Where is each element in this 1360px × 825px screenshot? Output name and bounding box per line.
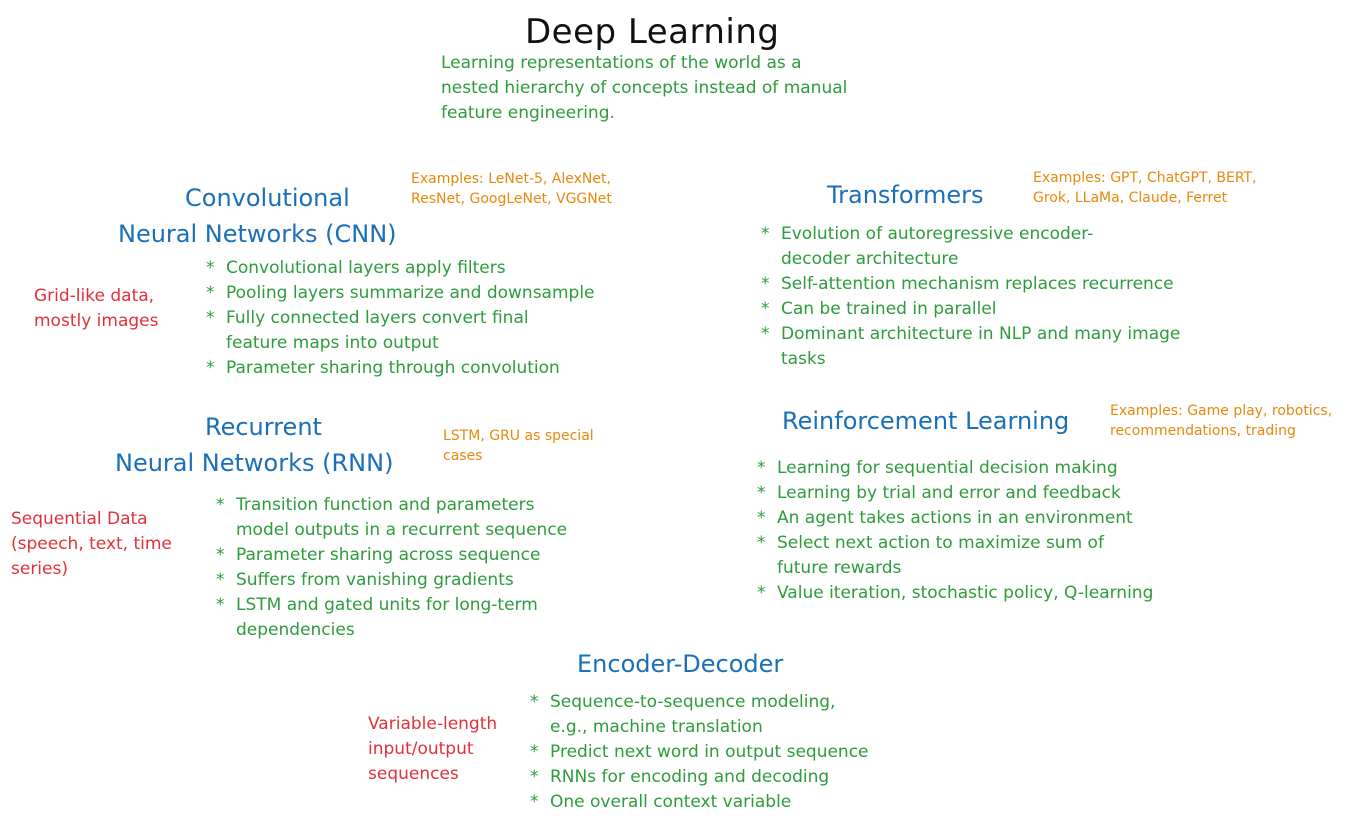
cnn-bullet: Pooling layers summarize and downsample: [206, 281, 595, 306]
rl-examples: Examples: Game play, robotics, recommend…: [1110, 403, 1333, 439]
rl-heading: Reinforcement Learning: [782, 407, 1070, 435]
cnn-heading-line1: Convolutional: [185, 184, 350, 212]
rl-bullet: Learning for sequential decision making: [757, 456, 1153, 481]
cnn-bullet: Parameter sharing through convolution: [206, 356, 595, 381]
rl-bullet: Value iteration, stochastic policy, Q-le…: [757, 581, 1153, 606]
transformers-bullet: Can be trained in parallel: [761, 297, 1180, 322]
rnn-bullet: Suffers from vanishing gradients: [216, 568, 567, 593]
encdec-bullet: Predict next word in output sequence: [530, 740, 869, 765]
rnn-heading-line1: Recurrent: [205, 413, 322, 441]
cnn-examples: Examples: LeNet-5, AlexNet, ResNet, Goog…: [411, 171, 612, 207]
cnn-bullet-list: Convolutional layers apply filters Pooli…: [206, 256, 595, 381]
rnn-bullet: LSTM and gated units for long-term depen…: [216, 593, 567, 643]
encdec-heading: Encoder-Decoder: [577, 650, 784, 678]
transformers-examples: Examples: GPT, ChatGPT, BERT, Grok, LLaM…: [1033, 170, 1257, 206]
rl-bullet: An agent takes actions in an environment: [757, 506, 1153, 531]
encdec-bullet: RNNs for encoding and decoding: [530, 765, 869, 790]
encdec-bullet-list: Sequence-to-sequence modeling, e.g., mac…: [530, 690, 869, 815]
transformers-bullet-list: Evolution of autoregressive encoder- dec…: [761, 222, 1180, 372]
rl-bullet: Select next action to maximize sum of fu…: [757, 531, 1153, 581]
rnn-data-type: Sequential Data (speech, text, time seri…: [11, 509, 172, 579]
transformers-heading: Transformers: [827, 181, 984, 209]
rl-bullet: Learning by trial and error and feedback: [757, 481, 1153, 506]
encdec-data-type: Variable-length input/output sequences: [368, 714, 498, 784]
page-title: Deep Learning: [525, 12, 780, 52]
rl-bullet-list: Learning for sequential decision making …: [757, 456, 1153, 606]
rnn-heading-line2: Neural Networks (RNN): [115, 449, 394, 477]
rnn-bullet: Transition function and parameters model…: [216, 493, 567, 543]
page-subtitle: Learning representations of the world as…: [441, 53, 848, 123]
cnn-bullet: Fully connected layers convert final fea…: [206, 306, 595, 356]
transformers-bullet: Evolution of autoregressive encoder- dec…: [761, 222, 1180, 272]
encdec-bullet: Sequence-to-sequence modeling, e.g., mac…: [530, 690, 869, 740]
cnn-bullet: Convolutional layers apply filters: [206, 256, 595, 281]
rnn-examples: LSTM, GRU as special cases: [443, 428, 594, 464]
transformers-bullet: Self-attention mechanism replaces recurr…: [761, 272, 1180, 297]
encdec-bullet: One overall context variable: [530, 790, 869, 815]
cnn-heading-line2: Neural Networks (CNN): [118, 220, 397, 248]
transformers-bullet: Dominant architecture in NLP and many im…: [761, 322, 1180, 372]
cnn-data-type: Grid-like data, mostly images: [34, 286, 159, 331]
rnn-bullet-list: Transition function and parameters model…: [216, 493, 567, 643]
rnn-bullet: Parameter sharing across sequence: [216, 543, 567, 568]
